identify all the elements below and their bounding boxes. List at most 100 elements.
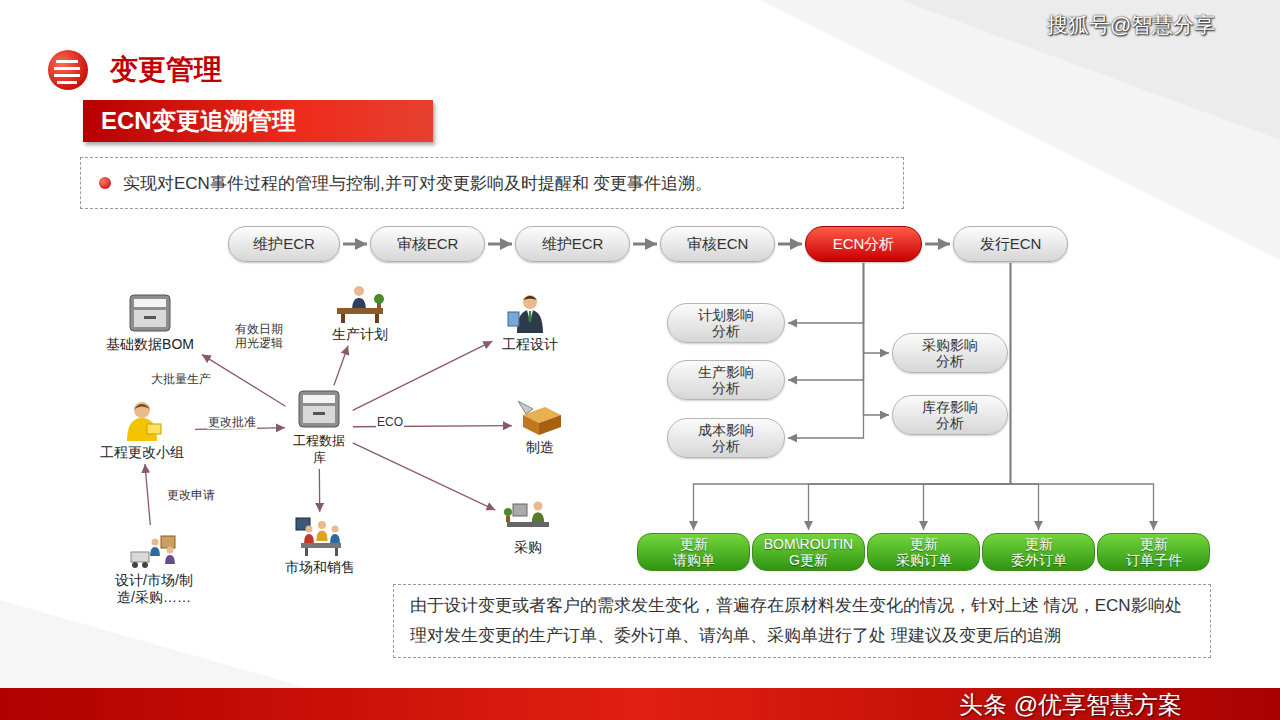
- person-body: [330, 534, 340, 543]
- connector: [864, 263, 890, 415]
- update-box: 更新 采购订单: [867, 533, 980, 571]
- folder: [147, 424, 161, 434]
- plant: [374, 294, 384, 304]
- connector: [1011, 263, 1039, 530]
- node-text: 市场和销售: [285, 559, 355, 576]
- person-head: [332, 526, 339, 533]
- role-icon: [335, 282, 385, 324]
- database-slot: [313, 412, 325, 415]
- database-top: [134, 299, 166, 307]
- table: [301, 543, 341, 548]
- connector-group: [145, 244, 1154, 530]
- node-text: 更新 请购单: [673, 536, 715, 568]
- database-slot: [144, 316, 156, 319]
- person-body: [150, 547, 160, 556]
- connector: [788, 263, 864, 323]
- annotation-label: 大批量生产: [150, 372, 212, 386]
- process-step: 维护ECR: [515, 226, 630, 262]
- node-text: 维护ECR: [542, 235, 604, 254]
- logo-stripe: [54, 67, 80, 70]
- connector: [488, 243, 512, 246]
- edge-label: ECO: [376, 415, 404, 429]
- footer-band: [0, 688, 1280, 720]
- connector: [202, 355, 286, 407]
- node-text: 更新 订单子件: [1126, 536, 1182, 568]
- role-icon: [117, 400, 167, 442]
- update-box: 更新 请购单: [637, 533, 750, 571]
- node-text: 更新 委外订单: [1011, 536, 1067, 568]
- plant-pot: [506, 516, 510, 522]
- node-text: 计划影响 分析: [698, 307, 754, 339]
- connector: [353, 443, 496, 510]
- person-head: [167, 547, 174, 554]
- clipboard: [508, 312, 519, 326]
- connector: [809, 263, 1011, 530]
- role-icon: [294, 388, 344, 430]
- plant: [504, 508, 512, 516]
- person-head: [523, 295, 537, 309]
- update-box: 更新 委外订单: [982, 533, 1095, 571]
- update-box: 更新 订单子件: [1097, 533, 1210, 571]
- connector: [864, 263, 890, 353]
- role-icon: [503, 495, 553, 537]
- table-leg: [335, 548, 338, 556]
- node-text: 制造: [526, 439, 554, 456]
- connector: [145, 464, 150, 525]
- background-shape: [760, 0, 1280, 260]
- person-body: [165, 555, 175, 564]
- node-text: 工程设计: [502, 336, 558, 353]
- connector: [343, 243, 367, 246]
- edge-label: 有效日期 用光逻辑: [234, 322, 284, 350]
- cart-wheel: [132, 562, 138, 568]
- connector: [788, 263, 864, 380]
- logo-stripe: [56, 60, 78, 63]
- shirt: [527, 310, 533, 322]
- database-drawer: [134, 310, 166, 327]
- role-icon: [505, 292, 555, 334]
- role-icon-node: 市场和销售: [275, 515, 365, 576]
- table-leg: [305, 548, 308, 556]
- node-text: BOM\ROUTIN G更新: [764, 536, 853, 568]
- role-icon-node: 制造: [515, 395, 565, 456]
- watermark: 头条 @优享智慧方案: [958, 690, 1183, 720]
- person-head: [134, 402, 150, 418]
- person-head: [318, 521, 326, 529]
- connector: [925, 243, 950, 246]
- node-text: 成本影响 分析: [698, 422, 754, 454]
- role-icon: [515, 395, 565, 437]
- process-step: 发行ECN: [953, 226, 1068, 262]
- person-head: [306, 526, 313, 533]
- role-icon-node: 设计/市场/制 造/采购……: [108, 528, 200, 606]
- database-top: [303, 395, 335, 403]
- box-front: [523, 415, 539, 435]
- node-text: 采购: [514, 539, 542, 556]
- tie: [529, 311, 532, 323]
- hair: [134, 404, 150, 409]
- page-title: 变更管理: [110, 52, 222, 88]
- connector: [778, 243, 802, 246]
- cart: [131, 552, 149, 562]
- database-icon-node: 基础数据BOM: [95, 292, 205, 353]
- update-box: BOM\ROUTIN G更新: [752, 533, 865, 571]
- note-box: 由于设计变更或者客户的需求发生变化，普遍存在原材料发生变化的情况，针对上述 情况…: [393, 584, 1211, 658]
- node-text: 更新 采购订单: [896, 536, 952, 568]
- person-body: [316, 531, 327, 541]
- logo-circle: [48, 50, 88, 90]
- process-step: 审核ECR: [370, 226, 485, 262]
- person-head: [534, 502, 543, 511]
- box-side: [539, 415, 561, 435]
- database-body: [299, 391, 339, 427]
- connector: [353, 341, 493, 410]
- node-text: 发行ECN: [980, 235, 1042, 254]
- database-drawer: [303, 406, 335, 423]
- bullet-dot: [99, 177, 111, 189]
- process-step: 审核ECN: [660, 226, 775, 262]
- person-head: [152, 539, 159, 546]
- node-text: 审核ECR: [397, 235, 459, 254]
- impact-box: 生产影响 分析: [667, 360, 785, 400]
- desk-leg: [375, 314, 379, 323]
- role-icon-node: 工程设计: [495, 292, 565, 353]
- edge-label: 更改批准: [207, 415, 257, 429]
- connector: [334, 346, 348, 385]
